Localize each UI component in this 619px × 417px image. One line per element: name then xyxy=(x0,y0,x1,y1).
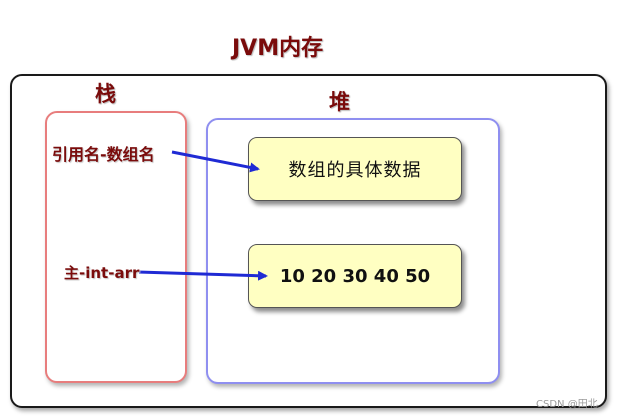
stack-label: 栈 xyxy=(95,82,116,106)
stack-var-main: 主-int-arr xyxy=(64,262,140,283)
diagram-title: JVM内存 xyxy=(232,36,324,61)
array-data-label: 数组的具体数据 xyxy=(288,160,422,181)
array-data-box: 数组的具体数据 xyxy=(248,137,462,201)
stack-var-reference: 引用名-数组名 xyxy=(52,141,155,165)
heap-label: 堆 xyxy=(329,90,350,114)
array-values-box: 10 20 30 40 50 xyxy=(248,244,462,308)
array-values-label: 10 20 30 40 50 xyxy=(279,265,431,287)
watermark: CSDN @田北 xyxy=(536,399,598,410)
